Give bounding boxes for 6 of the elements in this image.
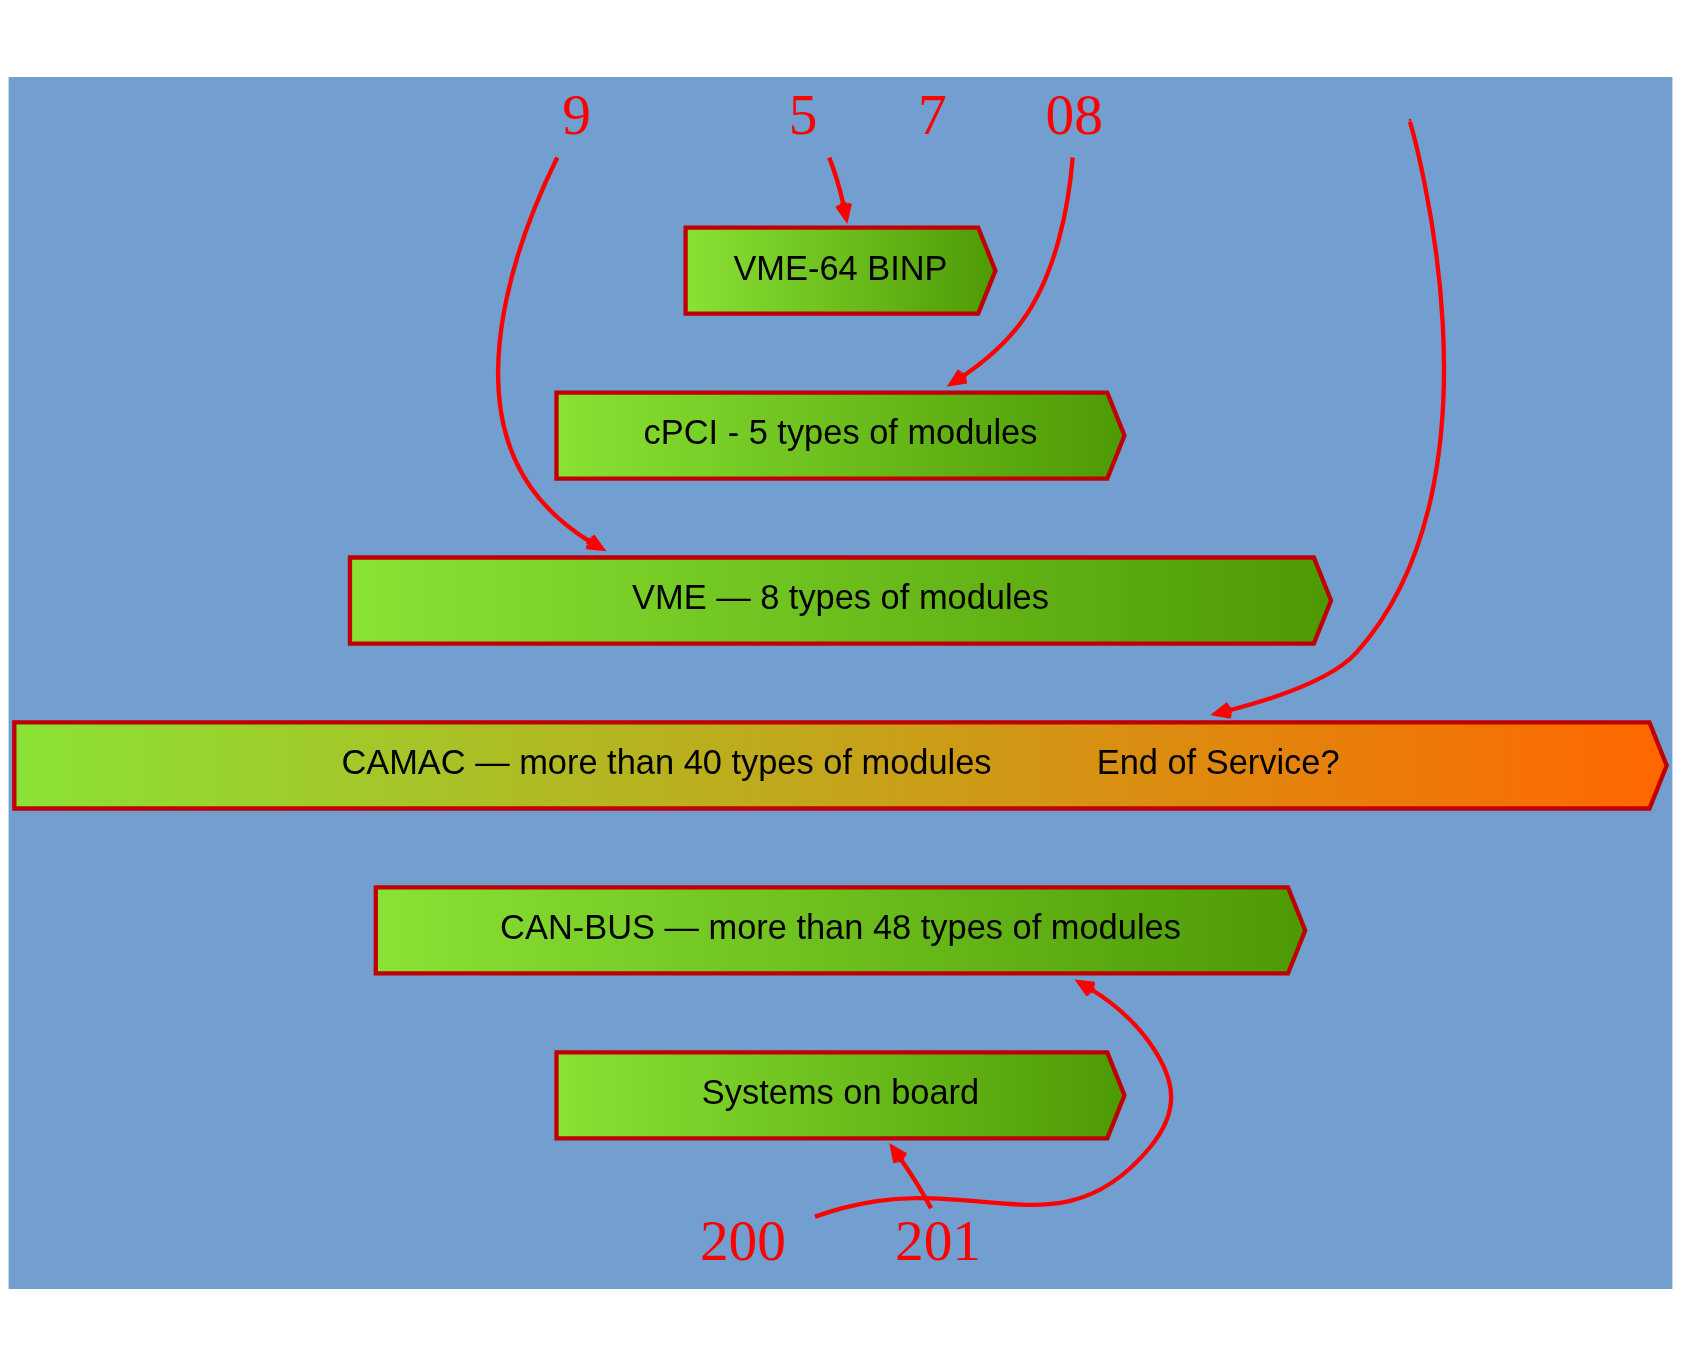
label: 7 [917, 82, 947, 146]
node-text: 5 [788, 82, 818, 146]
node-text: 201 [895, 1208, 982, 1272]
node-text: 200 [699, 1208, 786, 1272]
node-text: 08 [1045, 82, 1103, 146]
node-text: 9 [562, 82, 591, 146]
